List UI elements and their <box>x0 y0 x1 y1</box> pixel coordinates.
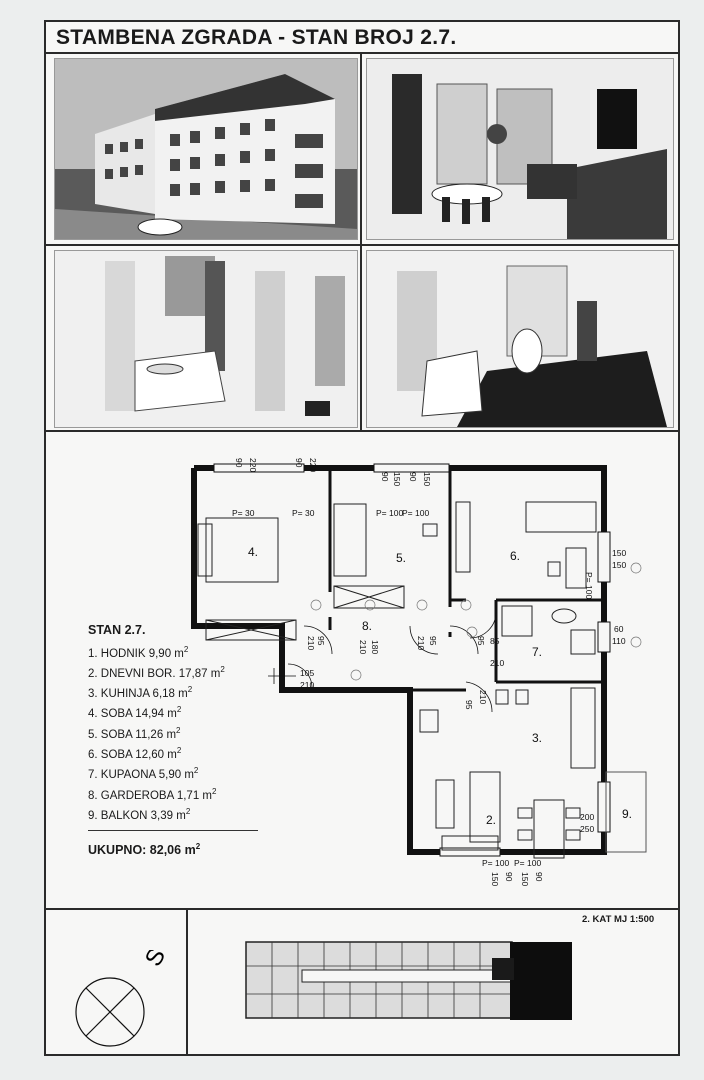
dimension: 200 <box>580 812 594 822</box>
dimension: 210 <box>358 640 368 654</box>
sill-height: P= 30 <box>292 508 315 518</box>
sill-height: P= 100 <box>584 572 594 599</box>
sill-height: P= 100 <box>514 858 541 868</box>
dimension: 150 <box>612 560 626 570</box>
legend-rule <box>88 830 258 832</box>
scale-label: 2. KAT MJ 1:500 <box>582 914 655 925</box>
sill-height: P= 100 <box>402 508 429 518</box>
dimension: 90 <box>294 458 304 468</box>
divider <box>46 430 678 432</box>
divider <box>186 908 188 1054</box>
divider <box>46 908 678 910</box>
page-title: STAMBENA ZGRADA - STAN BROJ 2.7. <box>56 26 457 49</box>
door-swings <box>268 611 497 713</box>
dimension: 210 <box>478 690 488 704</box>
legend-item: 5. SOBA 11,26 m2 <box>88 725 181 741</box>
dimension: 150 <box>490 872 500 886</box>
dimension: 95 <box>464 700 474 710</box>
dimension: 95 <box>428 636 438 646</box>
exterior-photo <box>54 58 358 240</box>
sill-height: P= 100 <box>482 858 509 868</box>
sill-height: P= 30 <box>232 508 255 518</box>
building-render-icon <box>55 59 357 239</box>
dimension: 90 <box>504 872 514 882</box>
room-number: 3. <box>532 731 542 745</box>
dimension: 110 <box>612 636 626 646</box>
divider <box>360 52 362 430</box>
dimension: 90 <box>380 472 390 482</box>
brochure-sheet: STAMBENA ZGRADA - STAN BROJ 2.7. <box>44 20 680 1056</box>
dimension: 95 <box>316 636 326 646</box>
site-plan <box>245 941 572 1020</box>
kitchen-photo <box>54 250 358 428</box>
dimension: 220 <box>308 458 318 472</box>
room-legend: STAN 2.7. 1. HODNIK 9,90 m2 2. DNEVNI BO… <box>88 622 258 859</box>
dimension: 60 <box>614 624 624 634</box>
dimension: 85 <box>490 636 500 646</box>
legend-item: 9. BALKON 3,39 m2 <box>88 807 191 822</box>
legend-item: 7. KUPAONA 5,90 m2 <box>88 766 199 782</box>
dimension: 210 <box>300 680 314 690</box>
sill-height: P= 100 <box>376 508 403 518</box>
legend-item: 1. HODNIK 9,90 m2 <box>88 644 189 660</box>
orientation-letter: S <box>140 950 168 971</box>
dimension: 250 <box>580 824 594 834</box>
room-number: 6. <box>510 549 520 563</box>
interior-render-icon <box>55 251 357 427</box>
dimension: 150 <box>392 472 402 486</box>
dimension: 90 <box>408 472 418 482</box>
dimension: 180 <box>370 640 380 654</box>
furniture <box>197 501 597 859</box>
dimension: 210 <box>416 636 426 650</box>
living-room-photo <box>366 58 674 240</box>
room-number: 9. <box>622 807 632 821</box>
floor-plan: 4. 5. 6. 7. 8. 3. 2. 9. 1. P= 30 P= 30 P… <box>191 458 647 886</box>
dimension: 90 <box>234 458 244 468</box>
legend-item: 6. SOBA 12,60 m2 <box>88 746 182 761</box>
bedroom-photo <box>366 250 674 428</box>
room-number: 8. <box>362 619 372 633</box>
room-number: 2. <box>486 813 496 827</box>
room-number: 4. <box>248 545 258 559</box>
dimension: 90 <box>534 872 544 882</box>
outer-walls <box>191 465 607 855</box>
room-number: 7. <box>532 645 542 659</box>
dimension: 150 <box>612 548 626 558</box>
dimension: 95 <box>476 636 486 646</box>
legend-item: 2. DNEVNI BOR. 17,87 m2 <box>88 664 225 680</box>
legend-item: 8. GARDEROBA 1,71 m2 <box>88 786 217 802</box>
dimension: 150 <box>422 472 432 486</box>
divider <box>46 52 678 54</box>
interior-walls <box>280 468 604 692</box>
dimension: 150 <box>520 872 530 886</box>
dimension: 210 <box>306 636 316 650</box>
legend-heading: STAN 2.7. <box>88 623 146 637</box>
interior-render-icon <box>367 251 673 427</box>
legend-total: UKUPNO: 82,06 m2 <box>88 842 201 858</box>
divider <box>46 244 678 246</box>
north-arrow-icon: S <box>75 950 168 1047</box>
legend-item: 4. SOBA 14,94 m2 <box>88 705 182 721</box>
dimension: 220 <box>248 458 258 472</box>
dimension: 210 <box>490 658 504 668</box>
dimension: 105 <box>300 668 314 678</box>
balcony <box>605 771 647 853</box>
room-number: 5. <box>396 551 406 565</box>
legend-item: 3. KUHINJA 6,18 m2 <box>88 685 193 700</box>
interior-render-icon <box>367 59 673 239</box>
